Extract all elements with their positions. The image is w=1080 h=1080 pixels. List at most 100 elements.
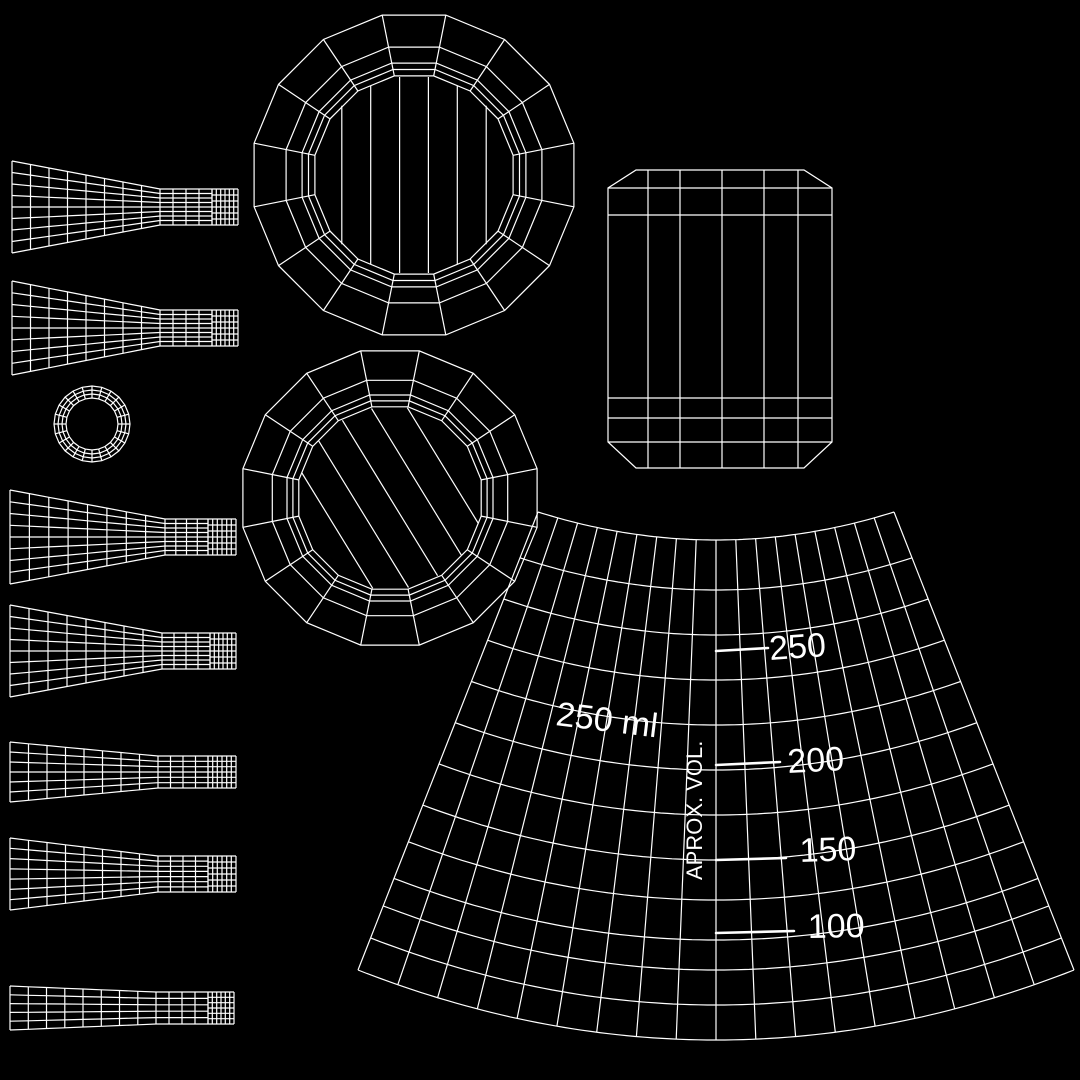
graduation-label-150: 150	[799, 830, 857, 870]
flask-base-uv-bottom	[242, 350, 538, 646]
wire-edge	[318, 440, 410, 588]
graduation-label-200: 200	[786, 740, 845, 781]
wire-edge	[64, 441, 75, 452]
wire-edge	[11, 219, 212, 243]
wire-edge	[55, 430, 68, 435]
wire-edge	[9, 891, 208, 911]
wire-edge	[301, 472, 374, 589]
neck-uv-strip-2	[11, 280, 239, 376]
flask-body-uv	[357, 511, 1075, 1041]
wire-edge	[11, 331, 212, 341]
wire-edge	[834, 527, 956, 1010]
wire-edge	[9, 545, 208, 562]
wire-edge	[72, 390, 80, 402]
wire-edge	[635, 538, 677, 1037]
wire-edge	[9, 524, 208, 534]
wire-edge	[9, 985, 208, 993]
wire-edge	[774, 536, 836, 1033]
wire-edge	[735, 539, 757, 1040]
wire-edge	[397, 517, 559, 985]
wire-edge	[322, 258, 359, 311]
wire-edge	[873, 517, 1035, 985]
approx-volume-label: APROX. VOL.	[682, 741, 707, 880]
wire-edge	[370, 408, 462, 556]
wire-edge	[278, 83, 331, 120]
wire-edge	[481, 515, 538, 528]
wire-edge	[114, 436, 126, 444]
wire-edge	[441, 574, 474, 624]
wire-edge	[9, 751, 208, 762]
wire-edge	[9, 663, 210, 687]
wire-edge	[11, 160, 212, 190]
graduation-label-100: 100	[807, 907, 864, 946]
wire-edge	[81, 387, 86, 400]
wire-edge	[512, 194, 575, 208]
wire-edge	[72, 446, 80, 458]
wire-edge	[893, 511, 1075, 971]
wire-edge	[322, 39, 359, 92]
wire-edge	[469, 39, 506, 92]
wire-edge	[58, 436, 70, 444]
wire-edge	[11, 292, 212, 316]
wire-edge	[441, 372, 474, 422]
wire-edge	[242, 515, 299, 528]
wire-edge	[114, 404, 126, 412]
wire-edge	[98, 448, 103, 461]
wire-edge	[497, 230, 550, 267]
wire-edge	[9, 489, 208, 520]
wire-edge	[314, 75, 514, 275]
wire-edge	[437, 522, 579, 998]
wire-edge	[9, 627, 210, 643]
wire-edge	[360, 350, 373, 407]
wire-edge	[306, 574, 339, 624]
wire-edge	[64, 396, 75, 407]
wire-edge	[9, 837, 208, 857]
wire-edge	[794, 534, 876, 1027]
wire-edge	[11, 194, 212, 204]
wire-edge	[755, 538, 797, 1037]
wire-edge	[9, 782, 208, 793]
wire-edge	[9, 638, 210, 648]
wire-edge	[116, 430, 129, 435]
wire-edge	[9, 787, 208, 803]
wire-edge	[285, 46, 543, 304]
wire-edge	[9, 886, 208, 901]
wire-edge	[301, 62, 527, 288]
wire-edge	[853, 522, 995, 998]
wire-edge	[109, 441, 120, 452]
wire-edge	[9, 668, 210, 698]
graduation-marks	[714, 646, 796, 935]
neck-uv-strip-5	[9, 741, 237, 803]
wire-edge	[9, 741, 208, 757]
wire-edge	[11, 224, 212, 254]
wire-edge	[11, 210, 212, 220]
wire-edge	[11, 340, 212, 364]
wire-edge	[381, 273, 395, 336]
wire-edge	[476, 527, 598, 1010]
wire-edge	[306, 372, 339, 422]
wire-edge	[9, 847, 208, 862]
wire-edge	[9, 540, 208, 550]
wire-edge	[497, 83, 550, 120]
wireframe-layer	[9, 14, 1075, 1041]
wire-edge	[675, 539, 697, 1040]
neck-uv-strip-6	[9, 837, 237, 911]
wire-edge	[9, 549, 208, 573]
wire-edge	[9, 654, 210, 664]
graduation-line-2	[714, 760, 782, 767]
wire-edge	[9, 761, 208, 768]
wire-edge	[11, 336, 212, 353]
wire-edge	[9, 1023, 208, 1031]
wire-edge	[360, 589, 373, 646]
wire-edge	[9, 881, 208, 890]
wire-edge	[104, 446, 112, 458]
wire-edge	[9, 875, 208, 880]
wire-edge	[9, 554, 208, 585]
wire-edge	[814, 531, 916, 1019]
wire-edge	[9, 659, 210, 675]
wire-edge	[537, 511, 895, 541]
graduation-line-4	[714, 929, 796, 935]
wire-edge	[407, 589, 420, 646]
wire-edge	[242, 468, 299, 481]
